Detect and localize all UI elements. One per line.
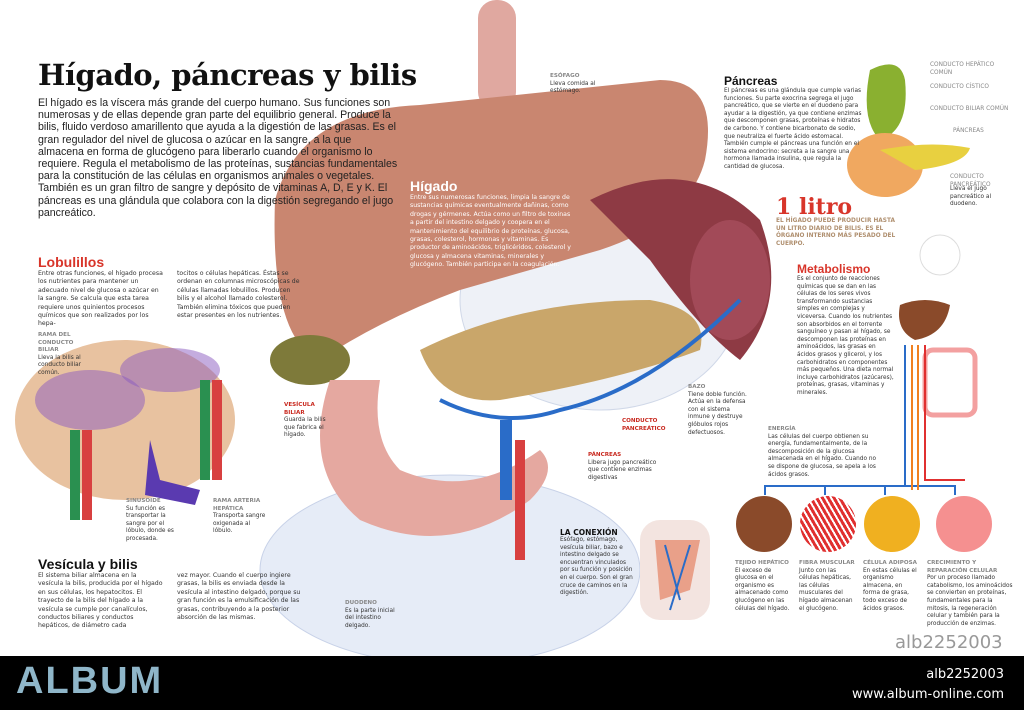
cells-row xyxy=(736,496,1006,556)
metabolism-text: Es el conjunto de reacciones químicas qu… xyxy=(797,276,894,396)
inset-label-common-bile-duct: CONDUCTO BILIAR COMÚN xyxy=(930,106,1009,112)
metabolism-box: Metabolismo Es el conjunto de reacciones… xyxy=(797,262,895,398)
pancreas-title: Páncreas xyxy=(724,74,778,88)
label-pancreatic-duct: CONDUCTO PANCREÁTICO xyxy=(622,418,666,432)
footer-url[interactable]: www.album-online.com xyxy=(851,687,1004,702)
liter-fact: 1 litro EL HÍGADO PUEDE PRODUCIR HASTA U… xyxy=(776,196,896,248)
lobules-col1: Entre otras funciones, el hígado procesa… xyxy=(38,270,163,328)
inset-label-pancreatic-duct: CONDUCTO PANCREÁTICO xyxy=(950,174,991,188)
gallbladder-title: Vesícula y bilis xyxy=(38,556,138,572)
cell-growth xyxy=(936,496,992,552)
esophagus xyxy=(478,0,516,110)
gallbladder xyxy=(270,335,350,385)
pancreas-organ xyxy=(420,300,702,401)
metabolism-title: Metabolismo xyxy=(797,262,871,276)
metabolism-intestine xyxy=(922,347,978,418)
connection-box: LA CONEXIÓN Esófago, estómago, vesícula … xyxy=(560,528,636,598)
pancreas-box: Páncreas El páncreas es una glándula que… xyxy=(724,74,864,172)
liver-title: Hígado xyxy=(410,178,458,194)
inset-gallbladder xyxy=(866,64,906,140)
metabolism-liver xyxy=(899,300,950,340)
head-silhouette xyxy=(919,234,961,276)
metabolism-arrows xyxy=(764,345,956,495)
connection-title: LA CONEXIÓN xyxy=(560,528,618,537)
footer-id: alb2252003 xyxy=(926,667,1004,682)
cell-adipose xyxy=(864,496,920,552)
lobules-section: Lobulillos Entre otras funciones, el híg… xyxy=(38,254,302,329)
liver-text: Entre sus numerosas funciones, limpia la… xyxy=(410,194,571,269)
blood-vessels xyxy=(439,298,742,420)
gallbladder-col1: El sistema biliar almacena en la vesícul… xyxy=(38,572,163,630)
gallbladder-section: Vesícula y bilis El sistema biliar almac… xyxy=(38,556,302,631)
inset-label-pancreatic-duct-desc: Lleva el jugo pancreático al duodeno. xyxy=(950,186,992,208)
spleen xyxy=(690,220,770,340)
liter-text: EL HÍGADO PUEDE PRODUCIR HASTA UN LITRO … xyxy=(776,218,896,247)
inset-pancreas xyxy=(880,144,970,170)
lobules-title: Lobulillos xyxy=(38,254,105,270)
page-title: Hígado, páncreas y bilis xyxy=(38,58,417,92)
artery xyxy=(515,440,525,560)
footer-info: alb2252003 www.album-online.com xyxy=(852,665,1004,705)
liver xyxy=(274,80,708,360)
footer-bar xyxy=(0,656,1024,710)
cell-muscle xyxy=(800,496,856,552)
vein xyxy=(500,420,512,500)
watermark-id: alb2252003 xyxy=(895,632,1003,653)
pancreas-text: El páncreas es una glándula que cumple v… xyxy=(724,88,862,170)
duodenum xyxy=(320,380,548,536)
intro-text: El hígado es la víscera más grande del c… xyxy=(38,97,398,219)
cell-hepatic xyxy=(736,496,792,552)
liver-box: Hígado Entre sus numerosas funciones, li… xyxy=(410,178,575,270)
connection-text: Esófago, estómago, vesícula biliar, bazo… xyxy=(560,537,633,597)
inset-label-hepatic-duct: CONDUCTO HEPÁTICO COMÚN xyxy=(930,62,995,76)
liter-big: 1 litro xyxy=(776,194,853,220)
lobules-col2: tocitos o células hepáticas. Éstas se or… xyxy=(177,270,300,320)
gallbladder-col2: vez mayor. Cuando el cuerpo ingiere gras… xyxy=(177,572,301,622)
inset-label-cystic-duct: CONDUCTO CÍSTICO xyxy=(930,84,989,90)
inset-label-pancreas: PÁNCREAS xyxy=(953,128,984,134)
anatomy-illustration xyxy=(15,0,978,656)
album-logo: ALBUM xyxy=(16,660,164,702)
